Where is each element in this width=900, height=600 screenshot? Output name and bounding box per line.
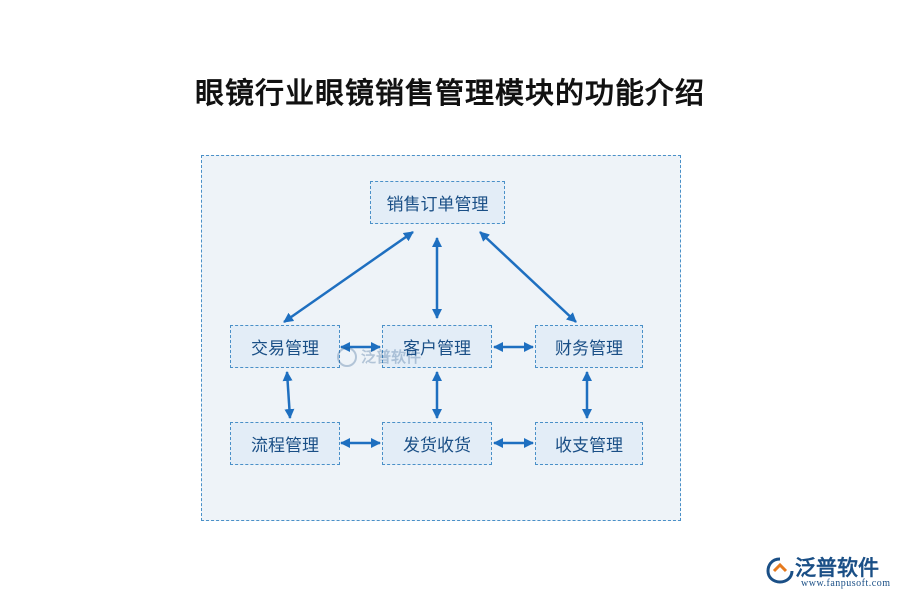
brand-url: www.fanpusoft.com — [801, 578, 891, 589]
brand-name: 泛普软件 — [795, 556, 879, 580]
brand-logo: 泛普软件 www.fanpusoft.com — [765, 552, 890, 594]
page-title: 眼镜行业眼镜销售管理模块的功能介绍 — [194, 76, 705, 110]
watermark-text: 泛普软件 — [361, 348, 422, 366]
node-sales-order: 销售订单管理 — [370, 181, 505, 224]
node-shipping: 发货收货 — [382, 422, 492, 465]
brand-logo-icon — [766, 557, 794, 584]
node-workflow: 流程管理 — [230, 422, 340, 465]
node-trade: 交易管理 — [230, 325, 340, 368]
node-finance: 财务管理 — [535, 325, 643, 368]
watermark: 泛普软件 — [337, 346, 421, 367]
watermark-logo-icon — [337, 346, 357, 367]
node-payments: 收支管理 — [535, 422, 643, 465]
node-customer: 客户管理 — [382, 325, 492, 368]
